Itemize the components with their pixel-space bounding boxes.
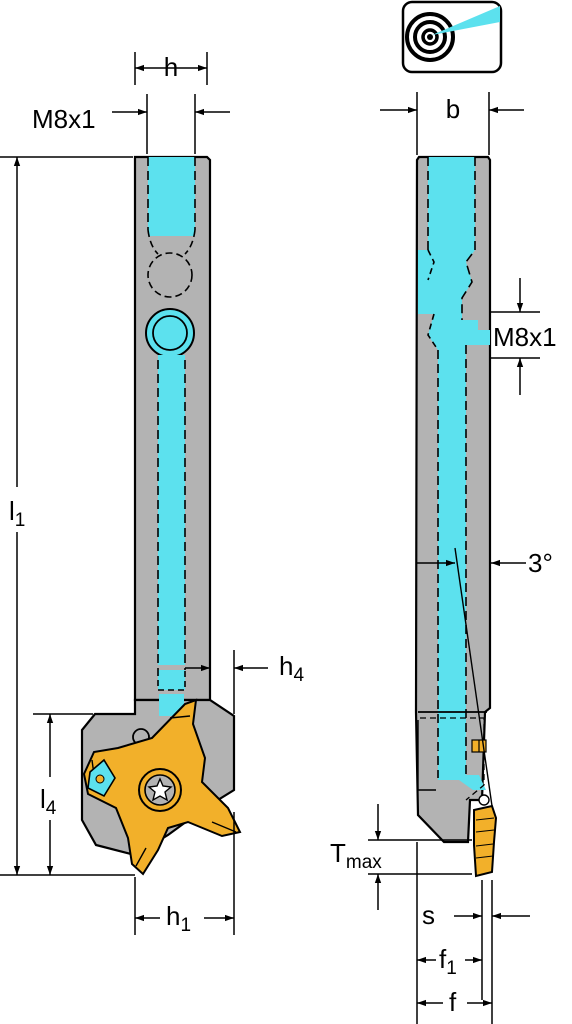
side-view (414, 155, 498, 878)
dim-l1-label: l1 (9, 496, 25, 531)
dim-h-label: h (164, 52, 178, 82)
dim-b-label: b (446, 94, 460, 124)
dim-tmax-label: Tmax (330, 838, 382, 873)
dim-f1-label: f1 (439, 944, 457, 979)
dim-l4-label: l4 (40, 784, 57, 819)
front-dimensions (0, 52, 268, 935)
dim-s-label: s (422, 900, 435, 930)
front-coolant-channel (158, 355, 185, 665)
front-view (80, 155, 242, 876)
dim-h4-label: h4 (279, 651, 304, 686)
coolant-target-icon (401, 0, 503, 74)
dim-f-label: f (449, 987, 457, 1017)
side-coolant-path (418, 157, 490, 790)
side-insert (473, 804, 498, 878)
side-dimensions (368, 92, 540, 1024)
dim-h1-label: h1 (166, 901, 191, 936)
dim-angle-label: 3° (528, 548, 553, 578)
dim-thread-label: M8x1 (32, 104, 96, 134)
dim-side-thread-label: M8x1 (493, 322, 557, 352)
front-coolant-top (148, 157, 195, 236)
